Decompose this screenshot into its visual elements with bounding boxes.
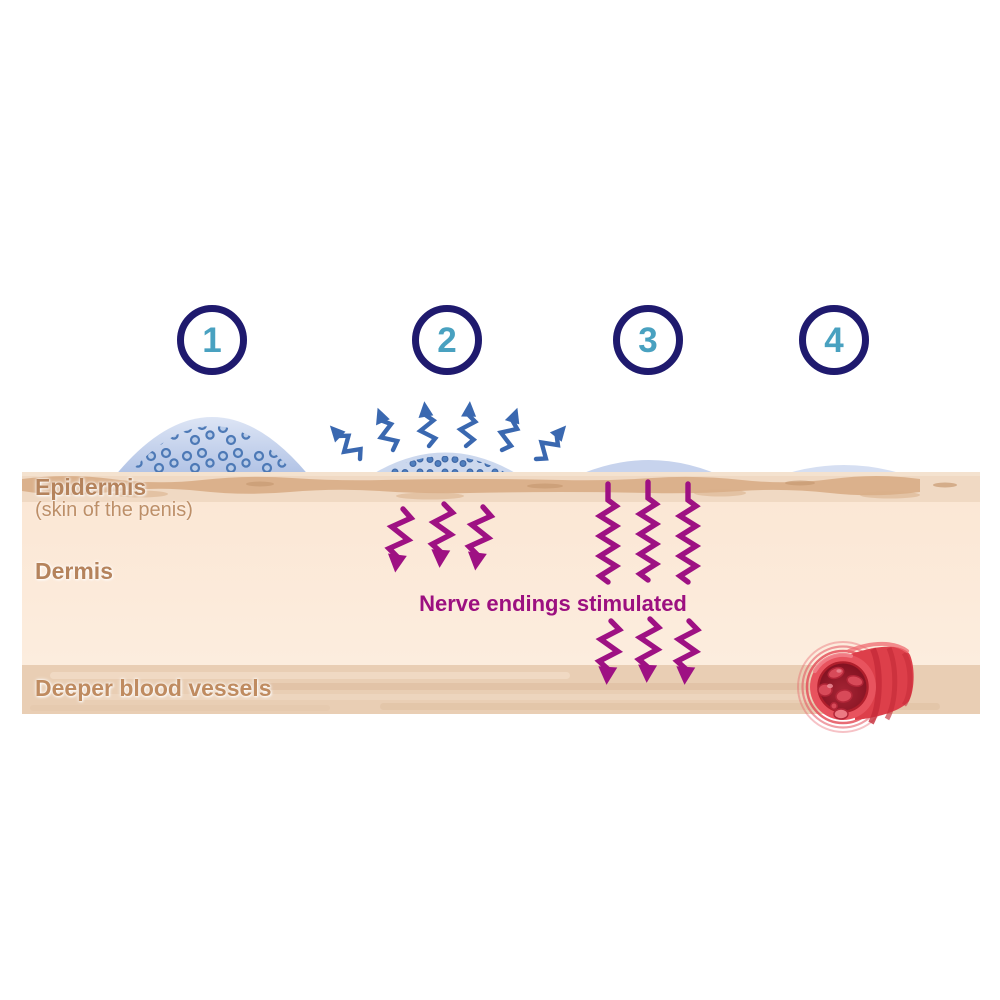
stage-3-badge: 3 xyxy=(613,305,683,375)
stage-2-badge: 2 xyxy=(412,305,482,375)
stage-4-badge: 4 xyxy=(799,305,869,375)
blood-vessel-illustration xyxy=(797,641,914,733)
deeper-blood-vessels-label: Deeper blood vessels xyxy=(35,675,272,701)
stage-2-number: 2 xyxy=(437,320,457,360)
nerve-endings-caption: Nerve endings stimulated xyxy=(419,591,687,616)
epidermis-sublabel: (skin of the penis) xyxy=(35,499,193,521)
dermis-label: Dermis xyxy=(35,558,113,584)
epidermis-layer xyxy=(22,472,980,502)
stage-1-number: 1 xyxy=(202,320,222,360)
epidermis-label: Epidermis xyxy=(35,474,147,500)
dermis-layer xyxy=(22,502,980,665)
stage-3-number: 3 xyxy=(638,320,658,360)
cream-blob-stage1 xyxy=(110,417,314,482)
stage-4-number: 4 xyxy=(824,320,844,360)
stage-1-badge: 1 xyxy=(177,305,247,375)
